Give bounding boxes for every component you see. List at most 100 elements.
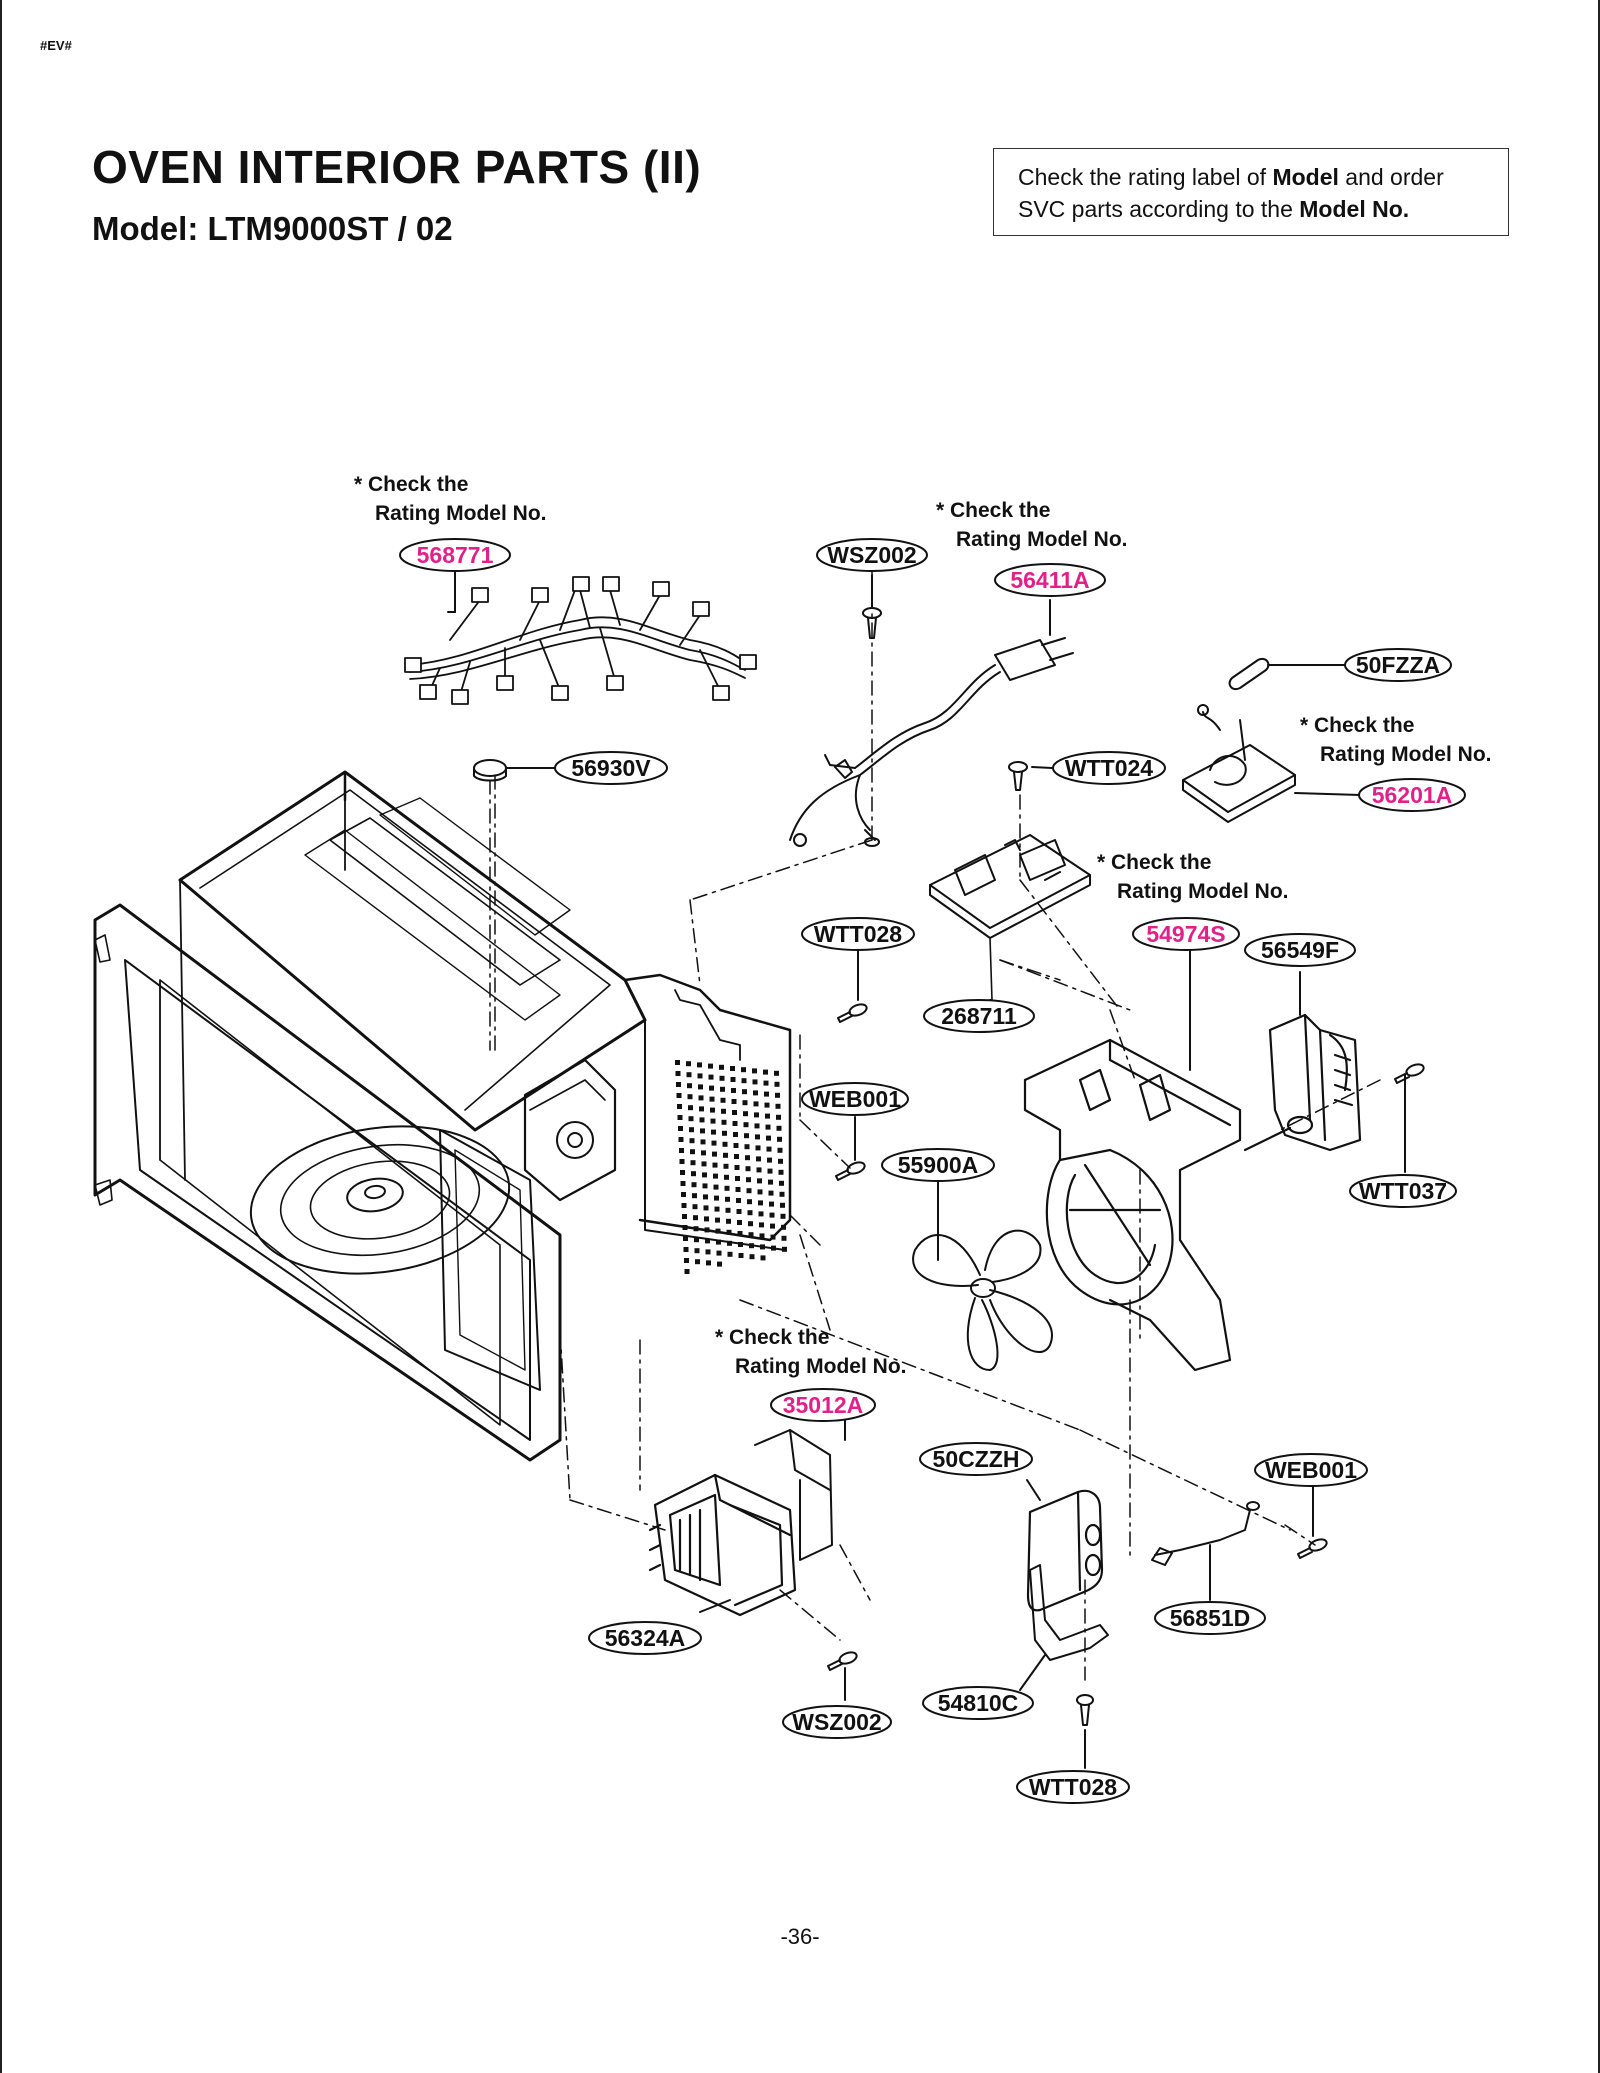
vent-hole	[684, 1258, 689, 1263]
notice-line-1: Check the rating label of Model and orde…	[1018, 161, 1484, 193]
vent-hole	[734, 1165, 740, 1170]
part-number-fuse: 50FZZA	[1356, 652, 1440, 678]
callout-web001-lower: WEB001	[1254, 1453, 1368, 1487]
model-subtitle: Model: LTM9000ST / 02	[92, 210, 453, 247]
vent-hole	[733, 1143, 739, 1148]
vent-hole	[721, 1108, 726, 1114]
page-frame-left	[0, 0, 2, 2073]
callout-50czzh: 50CZZH	[919, 1442, 1033, 1476]
screw-web001-upper-illustration	[835, 1161, 866, 1181]
vent-hole	[714, 1195, 719, 1201]
vent-hole	[747, 1210, 753, 1216]
vent-hole	[715, 1217, 720, 1223]
vent-hole	[709, 1096, 715, 1102]
vent-hole	[754, 1112, 759, 1118]
screw-wsz002-lower-illustration	[827, 1651, 858, 1671]
vent-hole	[687, 1094, 693, 1100]
vent-hole	[764, 1091, 769, 1097]
vent-hole	[725, 1207, 731, 1213]
oven-cavity: (function(){ const g = document.currentS…	[93, 770, 792, 1462]
vent-hole	[726, 1218, 731, 1224]
vent-hole	[676, 1093, 682, 1098]
vent-hole	[697, 1073, 703, 1079]
check-note-filter-line2: Rating Model No.	[1320, 743, 1492, 766]
vent-hole	[745, 1155, 750, 1161]
vent-hole	[716, 1239, 721, 1245]
vent-hole	[703, 1205, 709, 1211]
vent-hole	[719, 1075, 725, 1081]
vent-hole	[698, 1095, 704, 1101]
capacitor-bracket	[1029, 1564, 1109, 1661]
vent-hole	[693, 1215, 698, 1221]
callout-56549f: 56549F	[1244, 933, 1356, 967]
vent-hole	[746, 1188, 752, 1194]
vent-hole	[705, 1238, 710, 1244]
vent-hole	[721, 1119, 727, 1125]
vent-hole	[766, 1146, 772, 1152]
vent-hole	[708, 1074, 714, 1080]
vent-hole	[767, 1157, 772, 1163]
check-rating-notes: * Check the Rating Model No. * Check the…	[354, 473, 1492, 1378]
vent-hole	[756, 1167, 762, 1173]
vent-hole	[689, 1138, 695, 1144]
hv-capacitor	[1026, 1489, 1104, 1612]
part-number-screw-web001-upper: WEB001	[809, 1086, 901, 1112]
vent-hole	[681, 1203, 687, 1208]
vent-hole	[691, 1182, 697, 1188]
vent-hole	[724, 1174, 729, 1180]
part-number-fan-blade: 55900A	[898, 1152, 979, 1178]
vent-hole	[758, 1211, 764, 1217]
vent-hole	[736, 1198, 741, 1203]
callout-56324a: 56324A	[588, 1621, 702, 1655]
check-note-cord-line2: Rating Model No.	[956, 528, 1128, 551]
vent-hole	[741, 1067, 746, 1073]
vent-hole	[710, 1118, 716, 1124]
part-number-capacitor: 50CZZH	[933, 1446, 1020, 1472]
screw-wtt028-lower-illustration	[1076, 1694, 1094, 1726]
notice-bold: Model No.	[1299, 196, 1410, 222]
cavity-vent-perforation: (function(){ const g = document.currentS…	[675, 1060, 787, 1274]
vent-hole	[704, 1227, 710, 1233]
vent-hole	[693, 1226, 699, 1232]
vent-hole	[780, 1202, 785, 1208]
part-number-capacitor-bracket: 54810C	[938, 1690, 1019, 1716]
vent-hole	[711, 1140, 717, 1146]
vent-hole	[714, 1206, 720, 1212]
vent-hole	[735, 1176, 740, 1181]
vent-hole	[749, 1254, 755, 1260]
check-note-filter-line1: * Check the	[1300, 714, 1414, 737]
hv-diode	[1151, 1501, 1260, 1566]
callout-wtt037: WTT037	[1349, 1174, 1457, 1208]
vent-hole	[757, 1189, 763, 1195]
vent-hole	[679, 1148, 684, 1153]
part-number-screw-top: WSZ002	[827, 542, 916, 568]
vent-hole	[678, 1137, 684, 1142]
vent-hole	[752, 1079, 758, 1085]
control-pcb	[929, 834, 1091, 1001]
vent-hole	[689, 1127, 694, 1133]
vent-hole	[701, 1150, 706, 1156]
vent-hole	[734, 1154, 739, 1159]
vent-hole	[706, 1260, 711, 1266]
vent-hole	[683, 1236, 688, 1241]
vent-hole	[735, 1187, 741, 1192]
vent-hole	[712, 1162, 718, 1168]
callout-56930v: 56930V	[554, 751, 668, 785]
vent-hole	[677, 1115, 683, 1120]
vent-hole	[688, 1116, 694, 1122]
vent-hole	[732, 1121, 738, 1126]
vent-hole	[677, 1104, 682, 1109]
vent-hole	[759, 1222, 764, 1228]
vent-hole	[755, 1145, 761, 1151]
vent-hole	[682, 1225, 688, 1230]
turntable-motor	[523, 1058, 617, 1202]
vent-hole	[753, 1101, 759, 1107]
vent-hole	[713, 1184, 719, 1190]
check-note-cord-line1: * Check the	[936, 499, 1050, 522]
vent-hole	[703, 1194, 708, 1200]
vent-hole	[733, 1132, 738, 1137]
vent-hole	[737, 1220, 742, 1225]
vent-hole	[776, 1125, 782, 1131]
vent-hole	[680, 1170, 685, 1175]
vent-hole	[738, 1242, 743, 1247]
